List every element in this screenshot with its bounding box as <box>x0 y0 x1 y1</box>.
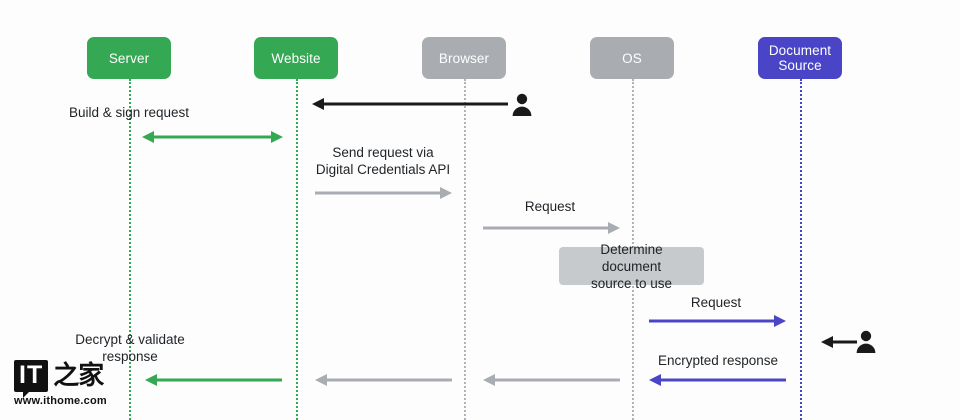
watermark-ithome: IT 之家 www.ithome.com <box>14 360 107 407</box>
participant-website[interactable]: Website <box>254 37 338 79</box>
watermark-logo: IT 之家 <box>14 360 107 398</box>
participant-os-label: OS <box>622 50 642 66</box>
participant-browser[interactable]: Browser <box>422 37 506 79</box>
user-person-icon-document-source <box>853 329 879 360</box>
participant-document-source[interactable]: Document Source <box>758 37 842 79</box>
participant-server-label: Server <box>108 50 150 66</box>
label-encrypted-response: Encrypted response <box>657 353 779 368</box>
watermark-cn-mark: 之家 <box>53 361 104 390</box>
participant-browser-label: Browser <box>438 50 490 66</box>
label-build-sign-request: Build & sign request <box>68 105 190 120</box>
arrow-send-request-dc-api <box>315 187 452 199</box>
arrow-user-to-website <box>312 98 508 110</box>
watermark-url: www.ithome.com <box>14 395 107 407</box>
arrow-decrypt-validate-response <box>145 374 282 386</box>
lifeline-document-source <box>800 79 802 420</box>
arrow-build-sign-request <box>142 131 283 143</box>
participant-document-source-label: Document Source <box>768 43 832 73</box>
lifeline-server <box>129 79 131 420</box>
arrow-request-browser-os <box>483 222 620 234</box>
lifeline-website <box>296 79 298 420</box>
lifeline-browser <box>464 79 466 420</box>
label-send-request-dc-api: Send request via Digital Credentials API <box>315 145 451 177</box>
participant-website-label: Website <box>271 50 321 66</box>
user-person-icon <box>509 92 535 123</box>
arrow-user-to-document-source <box>821 336 857 348</box>
arrow-response-browser-website <box>315 374 452 386</box>
label-request-browser-os: Request <box>524 199 576 214</box>
arrow-request-os-docsource <box>649 315 786 327</box>
note-determine-document-source: Determine document source to use <box>559 242 704 291</box>
arrow-response-os-browser <box>483 374 620 386</box>
label-request-os-docsource: Request <box>690 295 742 310</box>
participant-server[interactable]: Server <box>87 37 171 79</box>
arrow-encrypted-response <box>649 374 786 386</box>
participant-os[interactable]: OS <box>590 37 674 79</box>
watermark-it-mark: IT <box>14 360 49 398</box>
label-decrypt-validate-response: Decrypt & validate response <box>75 332 185 364</box>
